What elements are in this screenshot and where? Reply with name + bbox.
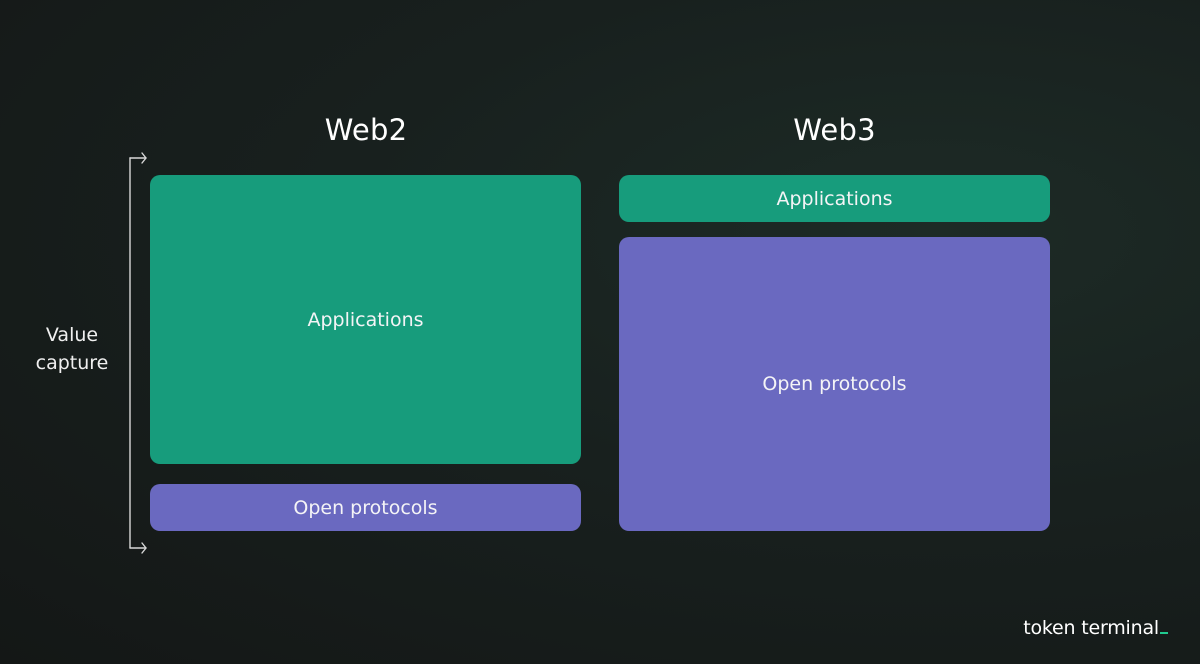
web2-applications-block: Applications <box>150 175 581 464</box>
value-capture-label: Value capture <box>22 321 122 377</box>
value-capture-line2: capture <box>35 352 109 374</box>
web2-applications-label: Applications <box>307 308 424 331</box>
web3-open-protocols-label: Open protocols <box>762 373 907 395</box>
brand-logo: token terminal <box>1023 617 1168 639</box>
web3-open-protocols-block: Open protocols <box>619 237 1050 531</box>
web2-open-protocols-label: Open protocols <box>293 496 438 519</box>
web3-title: Web3 <box>793 113 876 147</box>
web3-applications-label: Applications <box>776 187 893 210</box>
brand-name: token terminal <box>1023 617 1159 639</box>
value-capture-line1: Value <box>45 324 99 346</box>
brand-underscore-mark <box>1160 632 1168 634</box>
web2-title: Web2 <box>324 113 408 147</box>
web3-applications-block: Applications <box>619 175 1050 222</box>
value-capture-bracket <box>129 152 147 554</box>
web2-open-protocols-block: Open protocols <box>150 484 581 531</box>
